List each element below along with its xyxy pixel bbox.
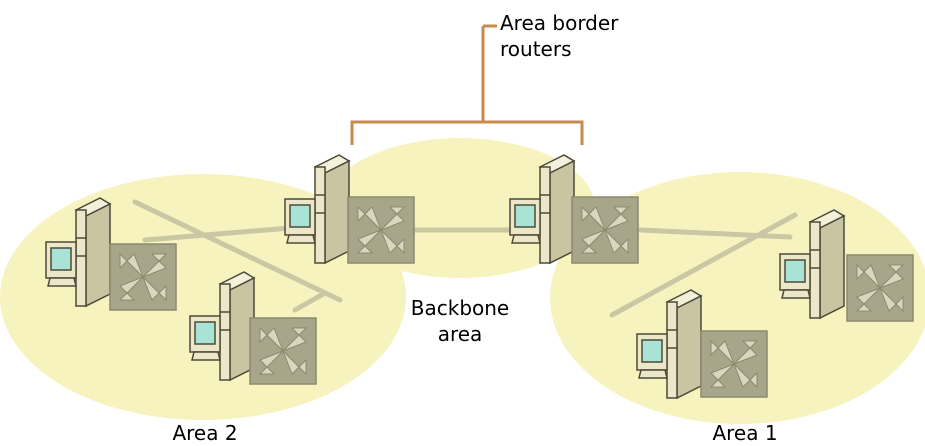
router-icon (109, 243, 177, 311)
area-border-bracket (350, 24, 584, 145)
backbone-area-line1: Backbone (410, 296, 510, 320)
area-2-label: Area 2 (172, 421, 238, 445)
area1-link-a (637, 227, 793, 240)
router-icon (571, 196, 639, 264)
area-border-routers-line2: routers (500, 37, 572, 61)
area2-router-link (142, 225, 293, 243)
area-border-routers-line1: Area border (500, 11, 619, 35)
area-1-label: Area 1 (712, 421, 778, 445)
backbone-area-label: Backbone area (405, 295, 515, 347)
area2-lower-branch (292, 290, 328, 313)
network-links (132, 199, 798, 318)
router-icon (347, 196, 415, 264)
router-icon (846, 254, 914, 322)
area-border-routers-label: Area border routers (500, 10, 618, 62)
backbone-area-line2: area (437, 322, 483, 346)
router-icon (249, 317, 317, 385)
area1-link-b (609, 212, 798, 318)
area2-backbone-link (132, 199, 343, 303)
router-icon (700, 330, 768, 398)
